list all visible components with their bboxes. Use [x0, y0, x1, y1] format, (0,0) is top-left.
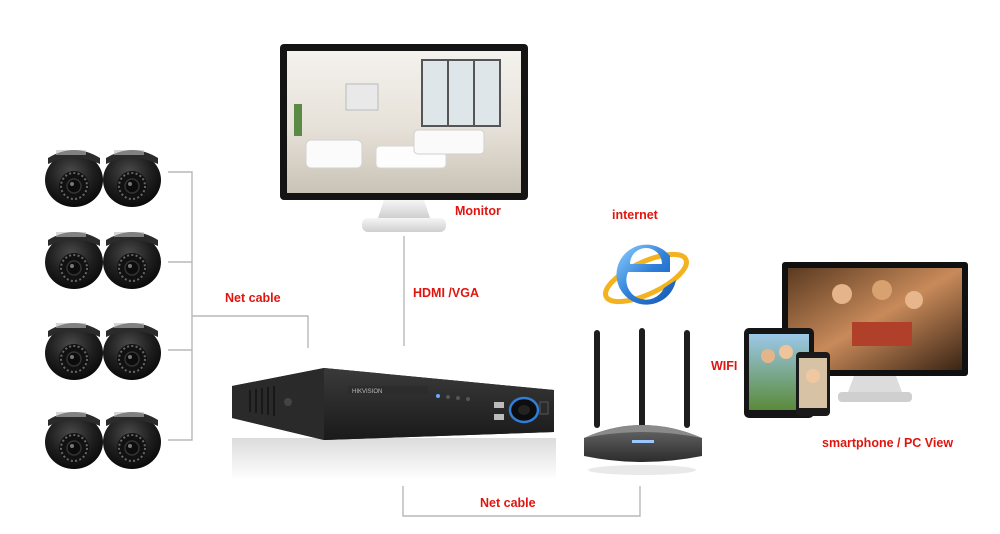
net-cable-left-label: Net cable: [225, 291, 281, 305]
camera-row-2: [44, 231, 162, 290]
internet-e-icon: [603, 244, 689, 305]
net-cable-left-line: [192, 315, 309, 348]
camera-group: [44, 149, 162, 470]
camera-row-4: [44, 411, 162, 470]
internet-label: internet: [612, 208, 658, 222]
wifi-label: WIFI: [711, 359, 738, 373]
wifi-router-icon: [584, 328, 702, 475]
camera-row-3: [44, 322, 162, 381]
smartphone-pc-view-label: smartphone / PC View: [822, 436, 954, 450]
camera-bracket-line: [168, 171, 193, 441]
dvr-recorder-icon: HIKVISION: [232, 368, 556, 480]
net-cable-bottom-label: Net cable: [480, 496, 536, 510]
hdmi-vga-label: HDMI /VGA: [413, 286, 479, 300]
tablet-phone-pc-icon: [744, 262, 968, 418]
net-cable-bottom-line: [402, 486, 641, 517]
monitor-label: Monitor: [455, 204, 501, 218]
svg-text:HIKVISION: HIKVISION: [352, 389, 382, 395]
camera-row-1: [44, 149, 162, 208]
monitor-icon: [280, 44, 528, 232]
